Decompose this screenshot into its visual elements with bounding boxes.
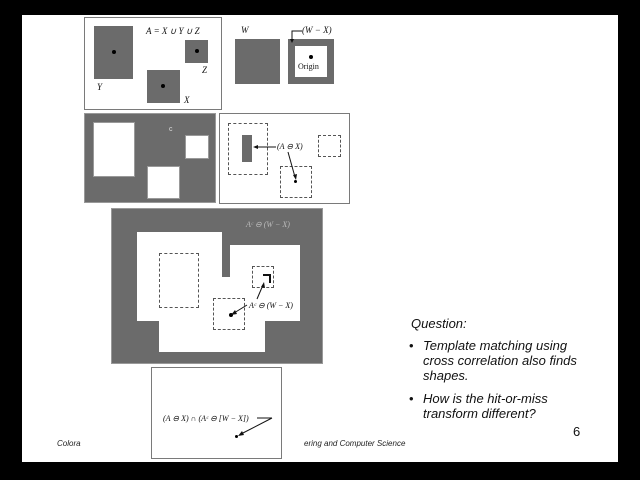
hole-y bbox=[93, 122, 135, 177]
shape-x-origin-dot bbox=[161, 84, 165, 88]
arrows-a-erode-x bbox=[253, 145, 297, 180]
bullet-text: Template matching using cross correlatio… bbox=[423, 338, 577, 383]
shape-y-origin-dot bbox=[112, 50, 116, 54]
result-point-f bbox=[235, 435, 238, 438]
arrow-w-minus-x bbox=[290, 30, 302, 43]
footer-left: Colora bbox=[57, 439, 81, 448]
figure-panel-f: (A ⊖ X) ∩ (Aᶜ ⊖ [W − X]) bbox=[151, 367, 282, 459]
shape-y bbox=[94, 26, 133, 79]
dashed-region-y bbox=[228, 123, 268, 175]
arrow-intersection bbox=[238, 417, 273, 436]
w-minus-x-hole: Origin bbox=[295, 46, 327, 77]
label-intersection: (A ⊖ X) ∩ (Aᶜ ⊖ [W − X]) bbox=[163, 414, 249, 423]
footer-right: ering and Computer Science bbox=[304, 439, 406, 448]
label-x: X bbox=[184, 95, 190, 105]
figure-panel-a: Y A = X ∪ Y ∪ Z Z X bbox=[84, 17, 222, 110]
shape-w-minus-x: Origin bbox=[288, 39, 334, 84]
label-c: c bbox=[169, 126, 173, 133]
figure-panel-b: W Origin (W − X) bbox=[230, 23, 355, 95]
bullet-icon: • bbox=[409, 338, 414, 353]
dashed-region-e-x bbox=[213, 298, 245, 330]
hole-x bbox=[147, 166, 180, 199]
question-bullets: • Template matching using cross correlat… bbox=[409, 338, 599, 429]
page-number: 6 bbox=[573, 424, 581, 439]
label-a-erode-x: (A ⊖ X) bbox=[277, 142, 303, 151]
dashed-region-z bbox=[318, 135, 341, 157]
hole-z bbox=[185, 135, 209, 159]
label-w-minus-x: (W − X) bbox=[302, 25, 332, 35]
shape-w bbox=[235, 39, 280, 84]
bullet-text: How is the hit-or-miss transform differe… bbox=[423, 391, 548, 421]
slide: Y A = X ∪ Y ∪ Z Z X W Origin (W − X) bbox=[22, 15, 618, 462]
shape-z-origin-dot bbox=[195, 49, 199, 53]
bullet-item: • Template matching using cross correlat… bbox=[409, 338, 599, 383]
dashed-region-x bbox=[280, 166, 312, 198]
origin-label: Origin bbox=[298, 62, 319, 71]
equation-a: A = X ∪ Y ∪ Z bbox=[146, 26, 200, 36]
question-title: Question: bbox=[411, 316, 467, 331]
panel-e-title: Aᶜ ⊖ (W − X) bbox=[246, 220, 290, 229]
label-y: Y bbox=[97, 82, 103, 92]
label-z: Z bbox=[202, 65, 208, 75]
figure-panel-c: c bbox=[84, 113, 216, 203]
bullet-item: • How is the hit-or-miss transform diffe… bbox=[409, 391, 599, 421]
figure-panel-e: Aᶜ ⊖ (W − X) Aᶜ ⊖ (W − X) bbox=[111, 208, 323, 364]
dashed-region-e-y bbox=[159, 253, 199, 308]
arrows-ac-erode-wx bbox=[231, 282, 265, 315]
figure-panel-d: (A ⊖ X) bbox=[219, 113, 350, 204]
complement-white-region bbox=[137, 232, 300, 352]
label-w: W bbox=[241, 25, 249, 35]
shape-z bbox=[185, 40, 208, 63]
label-ac-erode-wx: Aᶜ ⊖ (W − X) bbox=[249, 301, 293, 310]
corner-mark bbox=[263, 274, 271, 283]
eroded-x-point bbox=[294, 180, 297, 183]
origin-dot bbox=[309, 55, 313, 59]
bullet-icon: • bbox=[409, 391, 414, 406]
shape-x bbox=[147, 70, 180, 103]
eroded-y bbox=[242, 135, 252, 162]
